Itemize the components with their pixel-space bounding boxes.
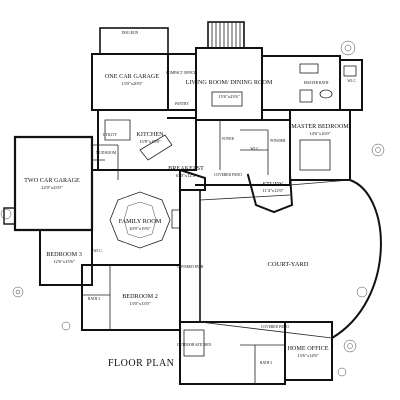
label-covered-patio-bottom: COVERED PATIO	[261, 325, 289, 329]
label-living-dining: LIVING ROOM/ DINING ROOM	[186, 79, 273, 86]
dim-living-dining: 15'6"x23'6"	[218, 94, 240, 99]
label-wic-master: W.I.C.	[347, 79, 356, 83]
label-mud-room: MUD ROOM	[96, 151, 117, 155]
plan-title: FLOOR PLAN	[108, 358, 174, 369]
label-compact-office: COMPACT OFFICE	[166, 71, 197, 75]
label-wic-study: W.I.C.	[250, 147, 259, 151]
label-master-bedroom: MASTER BEDROOM	[291, 123, 349, 130]
dim-two-car-garage: 22'0"x23'0"	[41, 185, 63, 190]
dim-family-room: 20'0"x19'6"	[129, 226, 151, 231]
label-home-office: HOME OFFICE	[287, 345, 328, 352]
label-foyer: FOYER	[222, 137, 234, 141]
label-one-car-garage: ONE CAR GARAGE	[105, 73, 160, 80]
label-court-yard: COURT-YARD	[268, 261, 309, 268]
label-family-room: FAMILY ROOM	[119, 218, 162, 225]
dim-home-office: 13'6"x14'6"	[297, 353, 319, 358]
exterior-walls	[3, 21, 363, 385]
dim-bedroom-3: 12'6"x15'6"	[53, 259, 75, 264]
label-covered-patio-top: COVERED PATIO	[214, 173, 242, 177]
label-dog-run: DOG RUN	[122, 31, 139, 35]
label-pantry: PANTRY	[175, 102, 189, 106]
dim-study: 11'4"x12'0"	[262, 188, 283, 193]
label-bedroom-2: BEDROOM 2	[122, 293, 158, 300]
label-bath-3: BATH 3	[260, 361, 272, 365]
dim-one-car-garage: 13'0"x20'0"	[121, 81, 143, 86]
label-utility: UTILITY	[103, 133, 118, 137]
courtyard-wall	[330, 178, 382, 340]
label-bedroom-3: BEDROOM 3	[46, 251, 82, 258]
room-labels: DOG RUN ONE CAR GARAGE 13'0"x20'0" COMPA…	[24, 31, 357, 365]
label-bath-2: BATH 2	[88, 297, 100, 301]
label-powder: POWDER	[270, 139, 286, 143]
dim-bedroom-2: 13'0"x13'0"	[129, 301, 151, 306]
label-outdoor-kitchen: OUTDOOR KITCHEN	[177, 343, 212, 347]
label-study: STUDY	[263, 181, 284, 188]
dim-kitchen: 15'8"x15'8"	[139, 139, 161, 144]
dim-master-bedroom: 14'6"x16'0"	[309, 131, 331, 136]
label-breakfast: BREAKFAST	[168, 165, 204, 172]
dim-breakfast: 10'0"x12'4"	[175, 173, 197, 178]
label-two-car-garage: TWO CAR GARAGE	[24, 177, 80, 184]
landscape-trees	[0, 40, 385, 377]
label-kitchen: KITCHEN	[136, 131, 164, 138]
label-master-bath: MASTER BATH	[304, 81, 329, 85]
label-covered-path: COVERED PATH	[177, 265, 204, 269]
label-wic-bed3: W.I.C.	[93, 249, 102, 253]
interior-partitions	[82, 63, 357, 384]
